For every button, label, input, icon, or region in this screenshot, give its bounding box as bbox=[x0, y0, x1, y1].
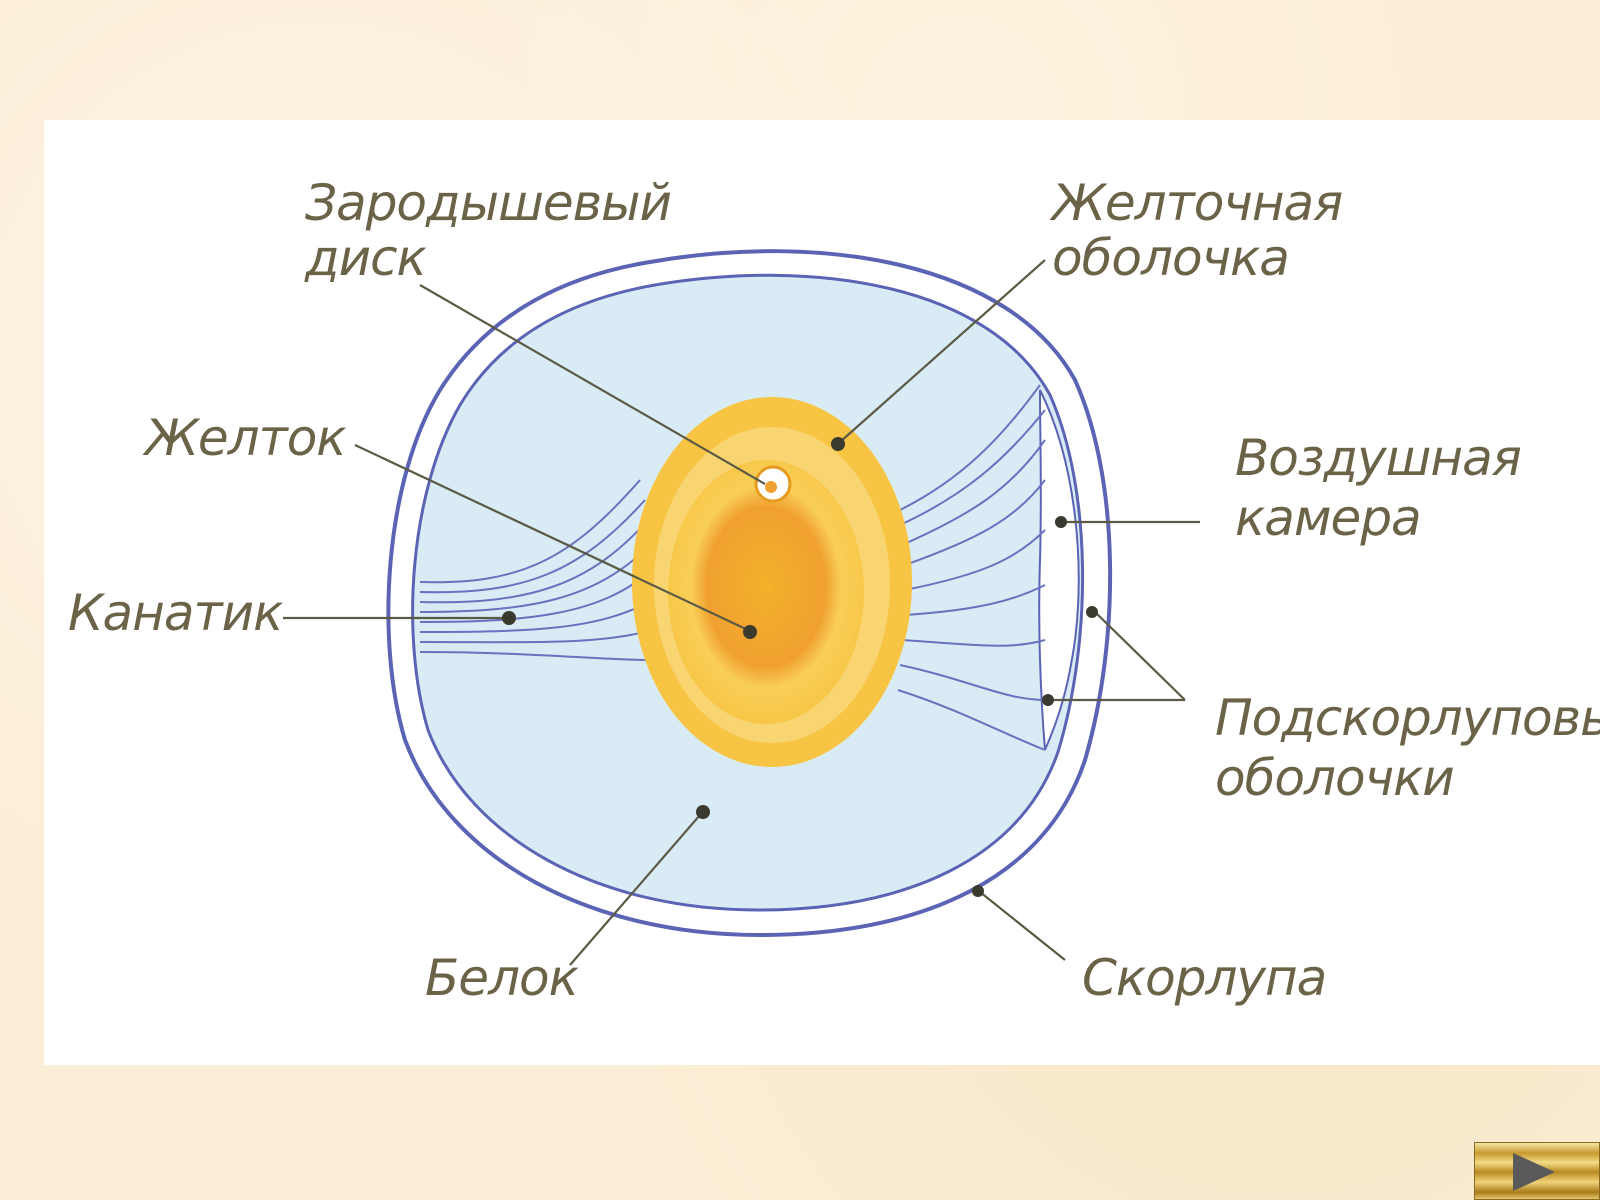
dot-shell-membranes-a bbox=[1086, 606, 1098, 618]
label-vitelline-membrane-1: Желточная bbox=[1049, 174, 1342, 232]
label-germinal-disc-1: Зародышевый bbox=[305, 174, 671, 232]
leader-shell bbox=[979, 891, 1066, 961]
label-shell-membranes-2: оболочки bbox=[1215, 749, 1454, 807]
leader-shell-membranes-a bbox=[1094, 611, 1186, 701]
label-air-cell-2: камера bbox=[1235, 489, 1421, 547]
label-vitelline-membrane-2: оболочка bbox=[1052, 229, 1289, 287]
yolk-inner bbox=[668, 460, 864, 724]
dot-vitelline-membrane bbox=[831, 437, 845, 451]
leader-vitelline-membrane bbox=[839, 259, 1046, 443]
chalaza-left bbox=[419, 479, 653, 661]
leader-yolk bbox=[354, 444, 749, 631]
label-shell-membranes-1: Подскорлуповые bbox=[1215, 689, 1600, 747]
dot-shell-membranes-b bbox=[1042, 694, 1054, 706]
dot-air-cell bbox=[1055, 516, 1067, 528]
dot-chalaza bbox=[502, 611, 516, 625]
play-arrow-icon bbox=[1513, 1153, 1555, 1191]
germinal-disc-center bbox=[765, 481, 777, 493]
label-germinal-disc-2: диск bbox=[304, 229, 427, 287]
leader-albumen bbox=[569, 814, 701, 966]
label-air-cell-1: Воздушная bbox=[1235, 429, 1521, 487]
label-albumen: Белок bbox=[425, 949, 579, 1007]
chalaza-right bbox=[897, 384, 1046, 751]
dot-albumen bbox=[696, 805, 710, 819]
label-shell: Скорлупа bbox=[1082, 949, 1326, 1007]
next-slide-button[interactable] bbox=[1474, 1142, 1600, 1200]
leader-germinal-disc bbox=[419, 284, 766, 485]
dot-shell bbox=[972, 885, 984, 897]
label-chalaza: Канатик bbox=[68, 584, 283, 642]
dot-yolk bbox=[743, 625, 757, 639]
label-yolk: Желток bbox=[142, 409, 346, 467]
